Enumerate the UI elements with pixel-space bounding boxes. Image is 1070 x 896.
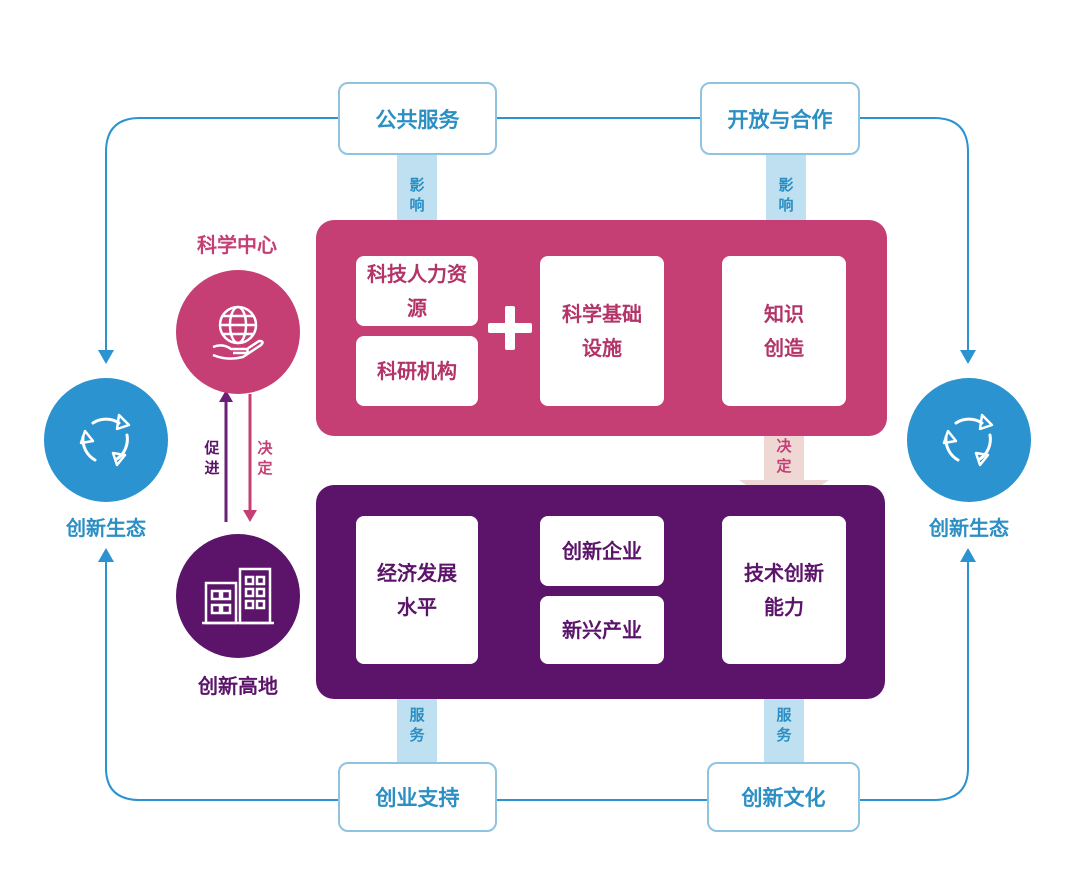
startup-support-box: 创业支持 [338, 762, 497, 832]
infrastructure-card: 科学基础设施 [540, 256, 664, 406]
science-center-label: 科学中心 [197, 233, 277, 257]
buildings-icon [202, 567, 274, 625]
capability-card: 技术创新能力 [722, 516, 846, 664]
industry-card: 新兴产业 [540, 596, 664, 664]
influence-right-label: 影响 [778, 176, 794, 214]
produce-label: 产生 [669, 322, 697, 338]
talent-card: 科技人力资源 [356, 256, 478, 326]
innovation-culture-box: 创新文化 [707, 762, 860, 832]
influence-left-label: 影响 [409, 176, 425, 214]
decide-low-label: 决定 [498, 584, 526, 600]
ecosystem-right-label: 创新生态 [929, 516, 1009, 540]
enterprise-card: 创新企业 [540, 516, 664, 586]
open-cooperation-box: 开放与合作 [700, 82, 860, 155]
recycle-icon [942, 413, 994, 467]
knowledge-card: 知识创造 [722, 256, 846, 406]
science-center-circle [176, 270, 300, 394]
institutions-card: 科研机构 [356, 336, 478, 406]
public-service-box: 公共服务 [338, 82, 497, 155]
plus-icon [488, 304, 532, 352]
innovation-highland-label: 创新高地 [198, 674, 278, 698]
ecosystem-left-label: 创新生态 [66, 516, 146, 540]
promote-label: 促进 [204, 439, 220, 477]
recycle-icon [79, 413, 131, 467]
decide-mid-label: 决定 [776, 437, 792, 475]
globe-hand-icon [212, 305, 264, 360]
ecosystem-left-circle [44, 378, 168, 502]
innovation-highland-circle [176, 534, 300, 658]
serve-right-label: 服务 [776, 706, 792, 744]
serve-left-label: 服务 [409, 706, 425, 744]
ecosystem-right-circle [907, 378, 1031, 502]
support-label: 支撑 [680, 584, 708, 600]
decide-side-label: 决定 [257, 439, 273, 477]
economy-card: 经济发展水平 [356, 516, 478, 664]
